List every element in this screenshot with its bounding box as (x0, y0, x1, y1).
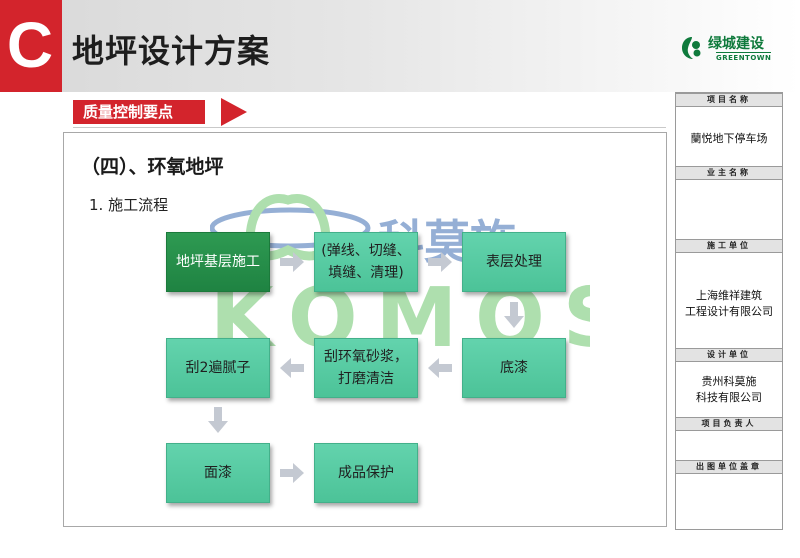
project-name-label: 项目名称 (676, 93, 782, 107)
flow-step-8: 成品保护 (314, 443, 418, 503)
builder-value: 上海维祥建筑 工程设计有限公司 (676, 288, 782, 320)
flow-step-7-label: 面漆 (204, 465, 232, 481)
designer-value: 贵州科莫施 科技有限公司 (676, 374, 782, 406)
flow-step-3: 表层处理 (462, 232, 566, 292)
flow-step-2-line-2: 填缝、清理) (328, 265, 404, 281)
flow-step-5-line-1: 刮环氧砂浆， (324, 349, 408, 365)
flow-step-5-line-2: 打磨清洁 (338, 371, 394, 387)
header-bar: C 地坪设计方案 绿城建设 GREENTOWN (0, 0, 800, 92)
designer-line-2: 科技有限公司 (696, 391, 762, 404)
flow-step-1: 地坪基层施工 (166, 232, 270, 292)
content-frame (63, 132, 667, 527)
title-block-panel: 项目名称 蘭悦地下停车场 业主名称 施工单位 上海维祥建筑 工程设计有限公司 设… (675, 92, 783, 530)
flow-step-4: 底漆 (462, 338, 566, 398)
logo-name-en: GREENTOWN (716, 52, 772, 62)
designer-line-1: 贵州科莫施 (701, 375, 757, 388)
page-title: 地坪设计方案 (72, 32, 271, 70)
project-name-value: 蘭悦地下停车场 (690, 132, 768, 145)
flow-step-4-label: 底漆 (500, 360, 528, 376)
flow-step-8-label: 成品保护 (338, 465, 394, 481)
manager-label: 项目负责人 (676, 417, 782, 431)
flow-step-6: 刮2遍腻子 (166, 338, 270, 398)
chapter-badge: C (0, 0, 62, 92)
greentown-logo: 绿城建设 GREENTOWN (678, 34, 790, 66)
step-title: 1. 施工流程 (89, 196, 169, 214)
flow-step-6-label: 刮2遍腻子 (185, 360, 251, 376)
flow-step-3-label: 表层处理 (486, 254, 542, 270)
arrow-right-icon (280, 463, 304, 483)
arrow-left-icon (428, 358, 452, 378)
flow-step-5: 刮环氧砂浆， 打磨清洁 (314, 338, 418, 398)
builder-line-2: 工程设计有限公司 (685, 305, 773, 318)
arrow-down-icon (208, 407, 228, 433)
flow-step-2-line-1: (弹线、切缝、 (321, 243, 411, 259)
builder-line-1: 上海维祥建筑 (696, 289, 762, 302)
arrow-right-icon (428, 252, 452, 272)
section-tag: 质量控制要点 (73, 100, 205, 124)
arrow-right-icon (280, 252, 304, 272)
logo-name-cn: 绿城建设 (708, 36, 764, 52)
section-tag-arrow (221, 98, 247, 126)
flow-step-1-label: 地坪基层施工 (176, 254, 260, 270)
greentown-leaf-icon (682, 37, 701, 59)
owner-label: 业主名称 (676, 166, 782, 180)
flow-step-7: 面漆 (166, 443, 270, 503)
flow-step-2: (弹线、切缝、 填缝、清理) (314, 232, 418, 292)
chapter-letter: C (6, 9, 54, 81)
designer-label: 设计单位 (676, 348, 782, 362)
arrow-down-icon (504, 302, 524, 328)
section-divider (73, 127, 666, 128)
section-heading: （四）、环氧地坪 (81, 156, 224, 178)
seal-label: 出图单位盖章 (676, 460, 782, 474)
arrow-left-icon (280, 358, 304, 378)
builder-label: 施工单位 (676, 239, 782, 253)
